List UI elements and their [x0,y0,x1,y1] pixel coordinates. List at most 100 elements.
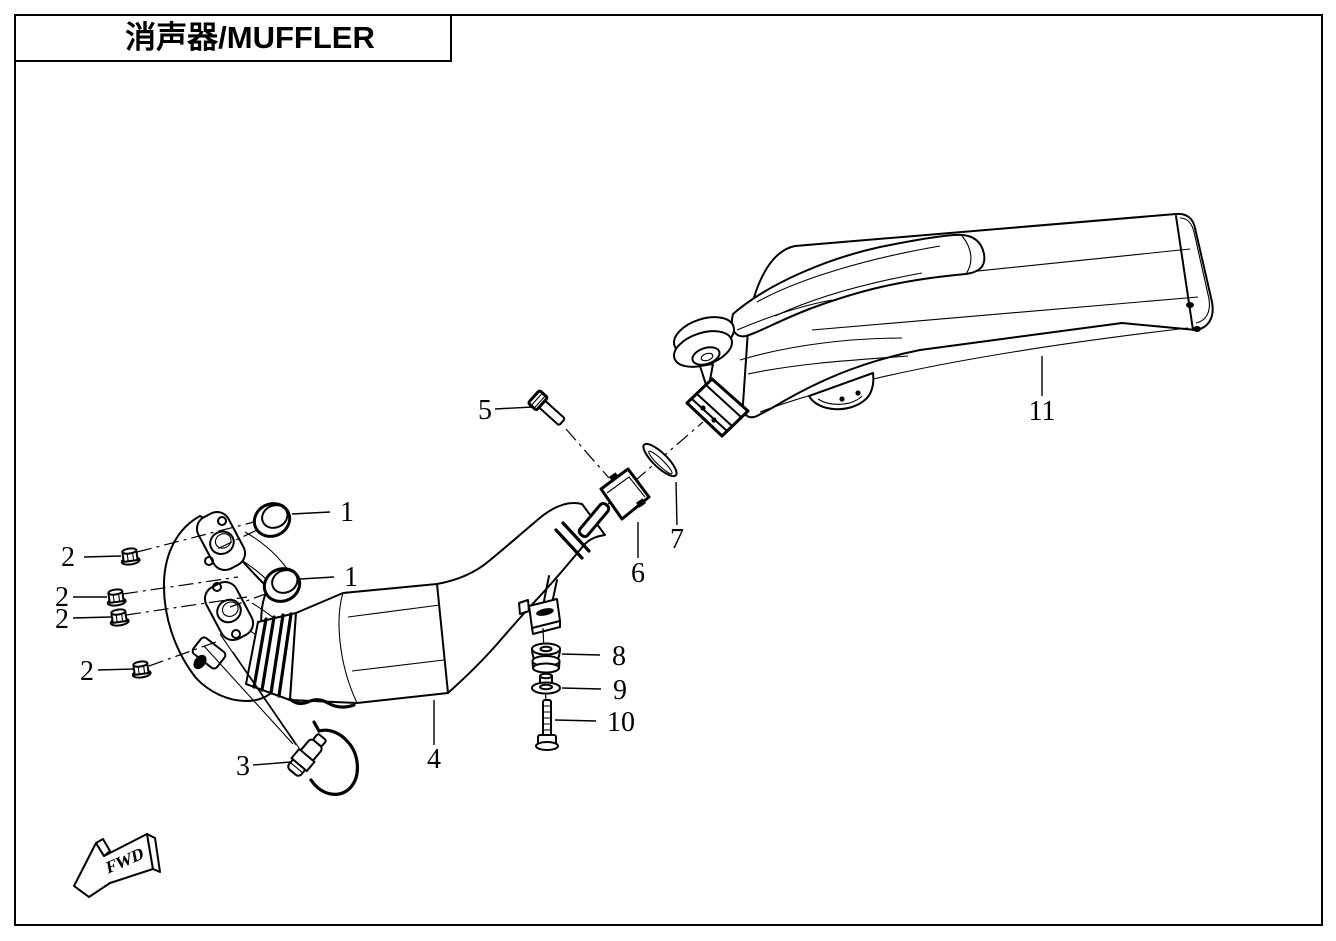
nut-axis [148,641,217,667]
ring-inner [261,504,289,529]
nut-axis [136,521,255,553]
bolt-part5 [527,389,566,426]
boss-hole-inner [700,352,714,362]
flange-plate [203,580,255,642]
washer-ring [531,681,561,695]
callout-label: 8 [612,641,626,672]
heat-shield-contour [774,272,923,317]
flange-port-inner [214,533,232,549]
bracket-foot-face [531,620,561,635]
leader-line [554,719,597,722]
callout-6: 6 [631,522,645,589]
stud-hole [217,516,227,526]
nut-top [107,588,124,596]
front-mount-boss [673,316,735,392]
callout-8: 8 [561,641,626,672]
callout-3: 3 [236,751,292,782]
fwd-arrow-side [146,833,161,873]
pipe-end-ring [554,528,584,560]
bracket-tab [518,599,530,615]
clamp-body [599,467,651,521]
callout-label: 1 [340,497,354,528]
muffler-assembly [673,212,1214,438]
collar-rib [277,612,293,698]
callout-label: 7 [670,524,684,555]
gasket-ring-inner [648,450,673,475]
muffler-inlet-stub [685,377,750,438]
boss-hole-outer [691,346,721,366]
gasket-axis [214,529,258,551]
bolt10-threads [543,705,551,731]
oxygen-sensor [287,720,359,796]
exploded-axis-main [591,421,704,519]
damper-hole [539,645,553,653]
sensor-band [290,762,304,774]
sensor-align-line [203,645,294,745]
under-bracket-contour [817,395,863,405]
flange-plate-lower [203,580,255,642]
leader-line [675,481,678,526]
leader-line [494,406,534,410]
under-bracket-bolt [839,396,845,402]
flange-nut [131,660,152,679]
washer-hole [539,683,553,691]
sensor-align-line [232,651,300,749]
nut-top [121,547,138,555]
flange-port [216,598,242,624]
inlet-flange-rib [705,384,742,418]
callout-10: 10 [554,707,635,738]
callout-11: 11 [1029,356,1056,427]
callout-label: 6 [631,558,645,589]
damper-bottom [532,662,560,674]
bracket-slot [536,608,554,616]
nut-top [132,660,149,668]
end-cap-screw [1193,326,1201,332]
leader-line [252,761,292,766]
canister-seam [351,659,445,672]
clamp-part6 [599,467,651,521]
gasket-axis [229,592,269,608]
muffler-end-cap [1175,215,1194,331]
gasket-ring-1a [252,502,292,538]
callout-1b: 1 [299,562,358,593]
leader-line [299,576,335,580]
canister-seam [347,604,441,618]
collar-rib [260,615,276,692]
nut-axis [122,576,239,595]
leader-line [291,511,331,515]
end-cap-screw [1186,302,1194,308]
inlet-stub-body [685,377,750,438]
arm-contour [747,355,909,375]
callout-label: 2 [55,582,69,613]
title-box [14,14,452,62]
callout-label: 5 [478,395,492,426]
callout-label: 2 [80,656,94,687]
callout-4: 4 [427,700,441,775]
nut-top [539,672,553,680]
inlet-stud [711,417,717,423]
nut-axis [125,596,248,616]
sensor-tip [312,733,327,747]
callout-label: 10 [607,707,635,738]
flange-nut [106,588,127,607]
weld-seam [288,697,356,709]
heat-shield [730,233,986,338]
page-border [14,14,1323,926]
front-pipe-assembly [162,501,611,709]
callout-2a: 2 [61,542,122,573]
flange-plate [195,510,247,572]
ring-outer [262,567,302,603]
arm-contour [739,337,903,361]
flange-port [209,530,235,555]
stud-hole [212,582,222,592]
catalytic-canister [289,583,451,704]
muffler-end-cap-inner [1179,217,1210,324]
washer-part9 [531,672,561,695]
pipe-end-ring [561,521,591,553]
pipe-mouth [577,501,611,539]
pipe-mouth-rim [577,501,611,539]
bolt10-flange [535,741,559,751]
ring-inner [271,569,299,594]
callout-label: 11 [1029,396,1056,427]
stud-hole [204,556,214,566]
